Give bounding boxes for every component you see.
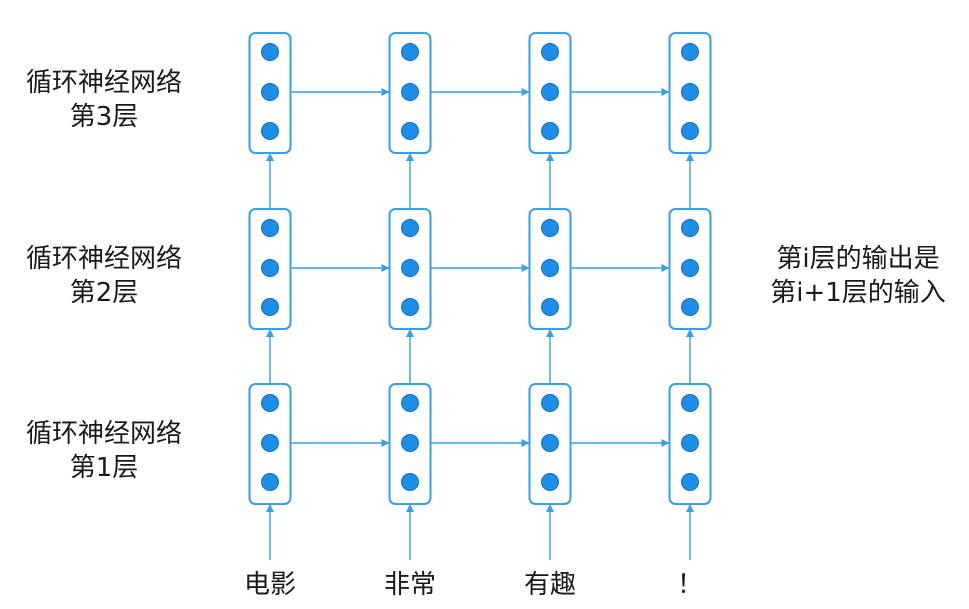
layer-3-title: 循环神经网络 — [25, 68, 182, 98]
hidden-unit-node — [681, 298, 699, 316]
hidden-unit-node — [261, 43, 279, 61]
note-line-2: 第i+1层的输入 — [770, 278, 946, 308]
cell-layer1-t3 — [528, 383, 572, 505]
cell-layer2-t2 — [388, 208, 432, 330]
hidden-unit-node — [261, 122, 279, 140]
cell-layer2-t3 — [528, 208, 572, 330]
hidden-unit-node — [541, 394, 559, 412]
hidden-unit-node — [541, 259, 559, 277]
hidden-unit-node — [541, 83, 559, 101]
hidden-unit-node — [401, 43, 419, 61]
hidden-unit-node — [261, 219, 279, 237]
hidden-unit-node — [681, 473, 699, 491]
hidden-unit-node — [681, 122, 699, 140]
hidden-unit-node — [541, 43, 559, 61]
hidden-unit-node — [681, 83, 699, 101]
hidden-unit-node — [261, 394, 279, 412]
layer-io-note: 第i层的输出是 第i+1层的输入 — [758, 242, 958, 310]
hidden-unit-node — [681, 43, 699, 61]
layer-3-subtitle: 第3层 — [69, 102, 139, 132]
hidden-unit-node — [401, 122, 419, 140]
hidden-unit-node — [541, 219, 559, 237]
layer-1-title: 循环神经网络 — [25, 419, 182, 449]
layer-1-subtitle: 第1层 — [69, 453, 139, 483]
hidden-unit-node — [541, 298, 559, 316]
cell-layer3-t3 — [528, 32, 572, 154]
layer-label-2: 循环神经网络 第2层 — [4, 242, 204, 310]
cell-layer1-t4 — [668, 383, 712, 505]
layer-label-3: 循环神经网络 第3层 — [4, 66, 204, 134]
hidden-unit-node — [401, 219, 419, 237]
hidden-unit-node — [261, 83, 279, 101]
hidden-unit-node — [681, 434, 699, 452]
hidden-unit-node — [681, 394, 699, 412]
token-label-4: ！ — [676, 570, 703, 600]
hidden-unit-node — [401, 298, 419, 316]
cell-layer3-t4 — [668, 32, 712, 154]
hidden-unit-node — [541, 434, 559, 452]
hidden-unit-node — [261, 259, 279, 277]
cell-layer3-t1 — [248, 32, 292, 154]
token-label-3: 有趣 — [523, 570, 576, 600]
hidden-unit-node — [681, 259, 699, 277]
arrows-group — [266, 88, 694, 560]
cell-layer2-t4 — [668, 208, 712, 330]
note-line-1: 第i层的输出是 — [776, 244, 940, 274]
cell-layer1-t2 — [388, 383, 432, 505]
cell-layer3-t2 — [388, 32, 432, 154]
hidden-unit-node — [401, 259, 419, 277]
token-label-1: 电影 — [243, 570, 296, 600]
cells-group — [248, 32, 712, 505]
layer-2-subtitle: 第2层 — [69, 278, 139, 308]
hidden-unit-node — [261, 298, 279, 316]
hidden-unit-node — [681, 219, 699, 237]
hidden-unit-node — [401, 394, 419, 412]
token-label-2: 非常 — [383, 570, 436, 600]
hidden-unit-node — [401, 434, 419, 452]
layer-label-1: 循环神经网络 第1层 — [4, 417, 204, 485]
cell-layer2-t1 — [248, 208, 292, 330]
cell-layer1-t1 — [248, 383, 292, 505]
hidden-unit-node — [261, 473, 279, 491]
hidden-unit-node — [261, 434, 279, 452]
hidden-unit-node — [401, 83, 419, 101]
layer-2-title: 循环神经网络 — [25, 244, 182, 274]
hidden-unit-node — [401, 473, 419, 491]
hidden-unit-node — [541, 122, 559, 140]
hidden-unit-node — [541, 473, 559, 491]
